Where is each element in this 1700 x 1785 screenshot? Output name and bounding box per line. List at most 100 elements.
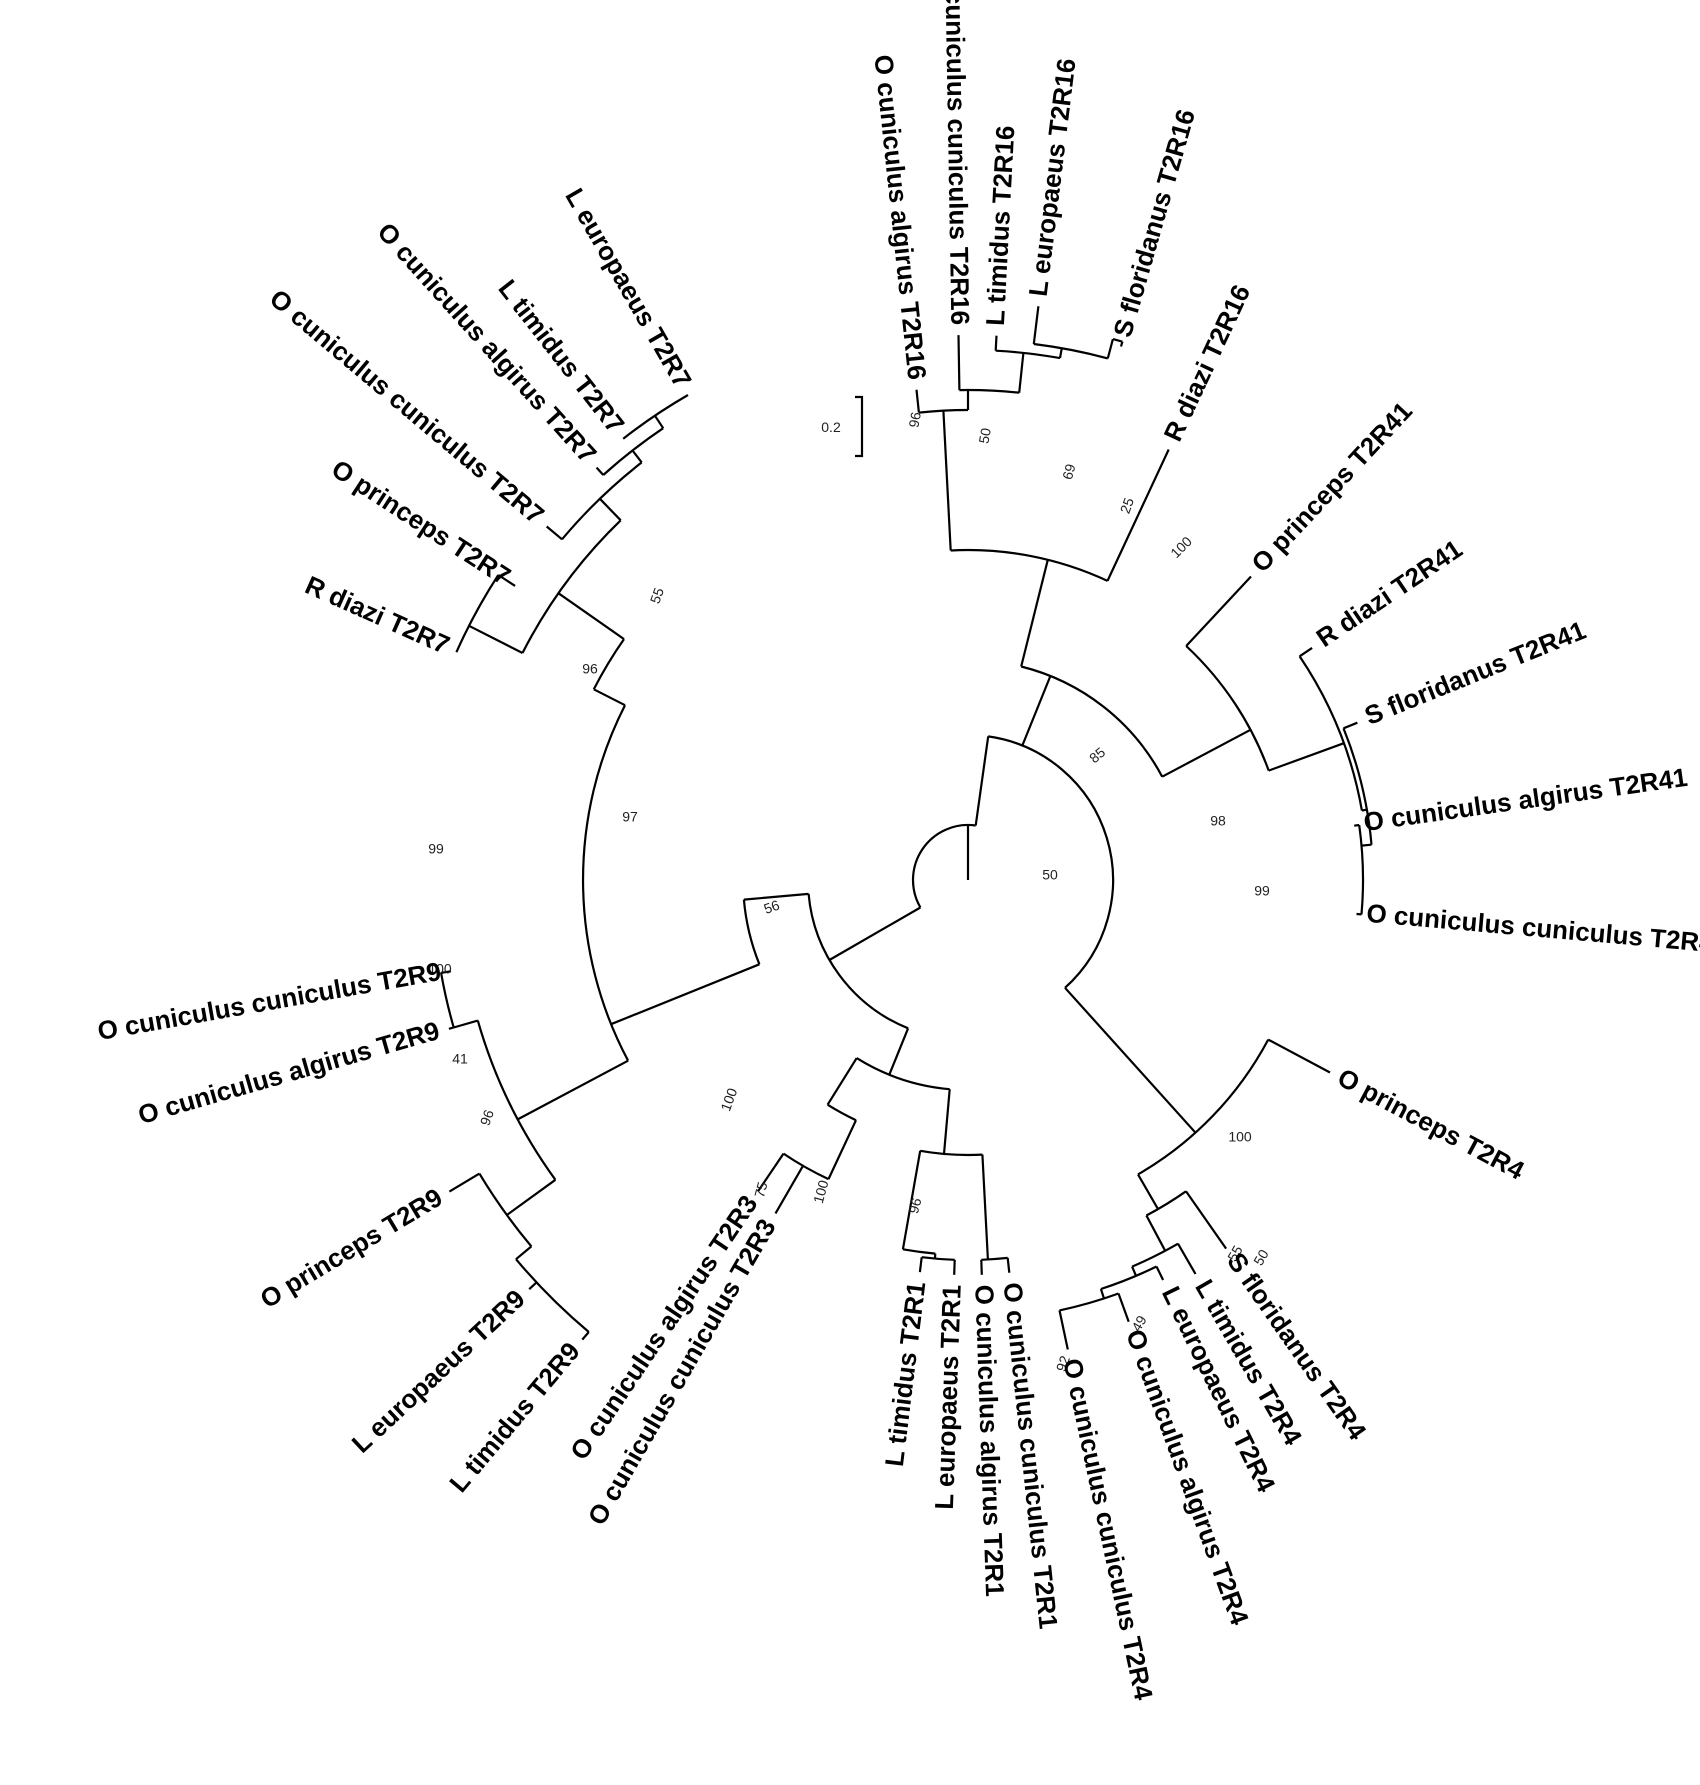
tree-branch (826, 1057, 858, 1106)
tree-branch (980, 1259, 983, 1275)
tree-branch (545, 525, 563, 541)
tree-branch (1268, 742, 1345, 772)
tree-arc (561, 461, 643, 541)
tree-branch (1119, 341, 1124, 347)
tree-branch (1298, 646, 1313, 658)
tip-label: S floridanus T2R16 (1107, 106, 1201, 341)
tree-branch (497, 574, 516, 587)
tree-arc (1020, 665, 1164, 778)
tree-branch (827, 1119, 857, 1180)
tree-arc (1185, 645, 1270, 771)
bootstrap-value: 69 (1059, 462, 1079, 481)
tree-branch (974, 736, 990, 826)
tree-branch (994, 335, 998, 351)
tree-arc (742, 899, 761, 965)
tree-branch (1099, 1288, 1106, 1299)
tree-arc (440, 972, 455, 1028)
tree-branch (631, 449, 643, 464)
tree-arc (622, 394, 689, 440)
bootstrap-value: 96 (582, 661, 598, 677)
bootstrap-value: 49 (1128, 1312, 1150, 1334)
tree-branch (1177, 1243, 1197, 1275)
tree-branch (517, 1059, 629, 1121)
tip-label: O princeps T2R4 (1333, 1062, 1530, 1186)
tree-branch (1058, 1310, 1069, 1350)
tree-arc (902, 1248, 936, 1255)
tip-label: O cuniculus algirus T2R9 (135, 1015, 443, 1130)
tip-label: L europaeus T2R1 (929, 1284, 967, 1510)
tree-arc (581, 704, 630, 1062)
tree-branch (942, 1089, 951, 1155)
tree-arc (515, 1258, 590, 1333)
tree-arc (521, 519, 622, 654)
tree-branch (515, 1245, 533, 1261)
tree-arc (476, 1020, 557, 1181)
tree-arc (478, 1173, 533, 1248)
tree-arc (988, 735, 1115, 989)
tree-arc (856, 1057, 950, 1091)
tree-arc (1112, 338, 1123, 343)
tree-branch (581, 1331, 590, 1341)
tree-branch (1161, 728, 1252, 778)
tree-branch (1106, 449, 1170, 582)
tip-label: L europaeus T2R16 (1023, 57, 1082, 298)
bootstrap-value: 99 (428, 841, 444, 857)
tip-label: L timidus T2R1 (879, 1280, 931, 1468)
bootstrap-value: 75 (751, 1180, 771, 1199)
tree-branch (757, 1152, 785, 1192)
tree-branch (1106, 338, 1114, 359)
tree-arc (981, 1256, 1008, 1261)
tree-branch (774, 1165, 804, 1214)
bootstrap-value: 56 (762, 897, 782, 917)
bootstrap-value: 50 (1250, 1246, 1272, 1268)
tree-arc (1100, 1265, 1157, 1291)
bootstrap-value: 41 (452, 1051, 468, 1067)
tree-branch (942, 410, 952, 551)
tip-label: R diazi T2R16 (1157, 280, 1256, 446)
tree-branch (599, 497, 622, 522)
tree-branch (1131, 1266, 1138, 1277)
tip-label: O cuniculus algirus T2R4 (1120, 1325, 1255, 1629)
tree-arc (950, 548, 1108, 582)
bootstrap-value: 50 (975, 427, 993, 445)
tree-branch (915, 389, 920, 413)
tree-branch (1058, 348, 1063, 359)
bootstrap-value: 100 (717, 1086, 740, 1114)
tree-branch (901, 1150, 922, 1250)
tip-label: O cuniculus algirus T2R16 (868, 53, 932, 381)
bootstrap-value: 50 (1042, 867, 1058, 883)
bootstrap-value: 92 (1053, 1353, 1073, 1373)
tree-branch (1064, 987, 1197, 1134)
tip-label: R diazi T2R41 (1311, 534, 1468, 653)
tree-branch (888, 1027, 910, 1076)
bootstrap-value: 100 (810, 1178, 832, 1205)
tree-arc (455, 574, 500, 653)
tree-arc (1145, 1190, 1187, 1217)
tip-label: L timidus T2R16 (980, 125, 1020, 327)
scale-bar: 0.2 (821, 395, 864, 458)
tree-branch (918, 1257, 923, 1273)
tree-branch (593, 688, 626, 707)
tree-arc (911, 823, 976, 909)
tree-arc (782, 1152, 829, 1181)
tree-branch (1361, 843, 1372, 847)
tree-arc (592, 638, 625, 690)
tree-arc (1137, 1039, 1270, 1176)
tree-branch (1155, 1266, 1165, 1281)
tree-branch (957, 335, 961, 391)
tip-label: O cuniculus cuniculus T2R7 (264, 283, 550, 530)
bootstrap-value: 98 (1210, 813, 1226, 829)
tree-arc (827, 1103, 857, 1122)
tree-branch (743, 892, 809, 901)
tree-branch (506, 1178, 557, 1216)
scale-bar-label: 0.2 (821, 419, 841, 435)
tree-branch (528, 1281, 538, 1291)
bootstrap-value: 55 (1224, 1242, 1246, 1264)
tree-branch (468, 624, 523, 654)
tip-label: O cuniculus cuniculus T2R16 (939, 0, 975, 325)
tree-branch (1006, 1257, 1011, 1273)
tree-branch (1117, 1293, 1130, 1323)
tip-label: O cuniculus cuniculus T2R3 (582, 1214, 782, 1531)
tip-label: O princeps T2R41 (1245, 396, 1418, 578)
